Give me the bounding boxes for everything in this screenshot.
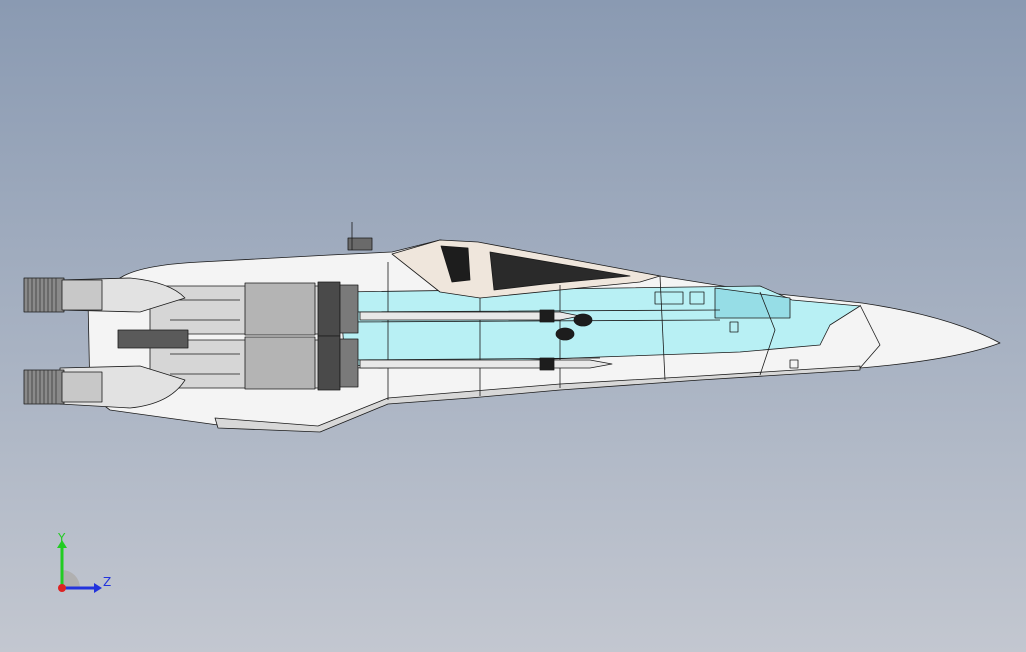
belly-band (214, 365, 861, 433)
nose-seam (859, 304, 881, 369)
exhaust-nozzle-upper (23, 277, 103, 313)
panel-seam (759, 291, 776, 376)
axis-triad[interactable]: Y Z (40, 528, 130, 598)
canopy-glass-rear (440, 245, 471, 283)
access-panel (654, 291, 684, 305)
x-axis-dot (58, 584, 66, 592)
missile-seeker (539, 309, 555, 323)
panel-seam (659, 275, 666, 381)
canopy-glass-front (489, 251, 631, 291)
access-panel (689, 291, 705, 305)
exhaust-nozzle-lower (23, 369, 103, 405)
internal-component (573, 313, 593, 327)
z-axis-arrow (94, 583, 102, 593)
internal-ducting (344, 309, 721, 369)
missile-upper (359, 311, 581, 321)
y-axis-arrow (57, 540, 67, 548)
internal-component (555, 327, 575, 341)
z-axis-label: Z (103, 575, 111, 589)
missile-lower (359, 359, 613, 369)
forward-bay (714, 287, 791, 319)
antenna (347, 222, 373, 251)
triad-arc (62, 570, 80, 588)
engine-core (117, 329, 189, 349)
access-panel (789, 359, 799, 369)
access-panel (729, 321, 739, 333)
y-axis-label: Y (57, 531, 66, 545)
missile-seeker (539, 357, 555, 371)
engine-upper (149, 281, 359, 337)
